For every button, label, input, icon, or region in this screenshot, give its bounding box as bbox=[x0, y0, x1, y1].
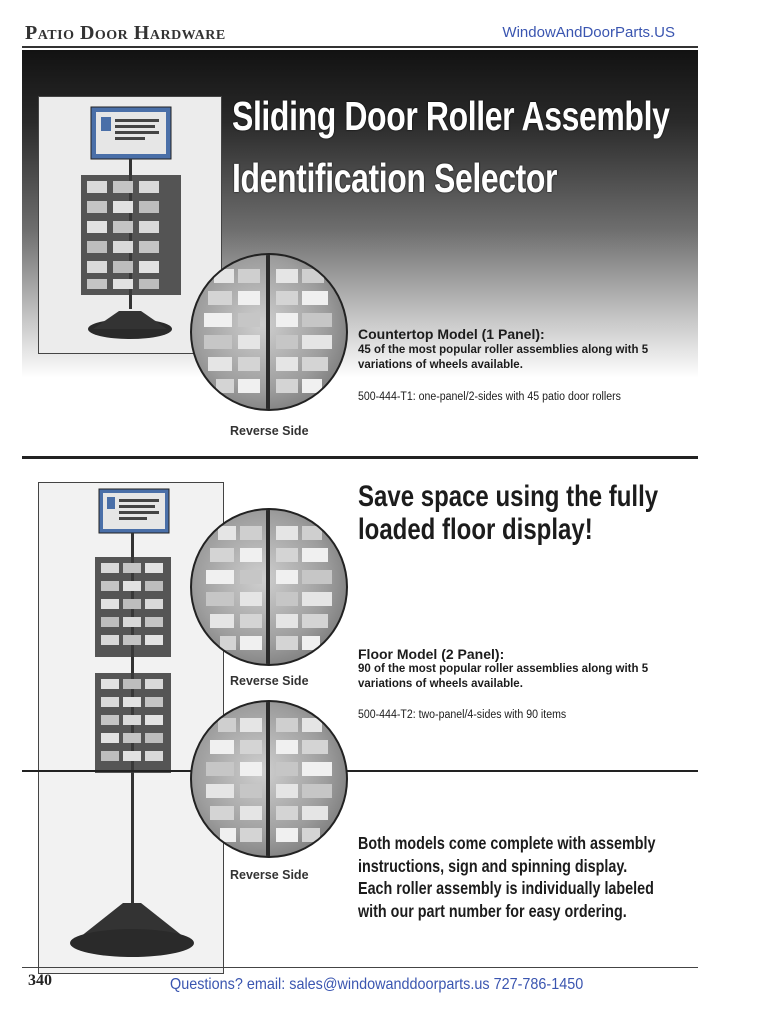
reverse-side-caption: Reverse Side bbox=[230, 674, 309, 688]
closing-line4: with our part number for easy ordering. bbox=[358, 900, 627, 921]
closing-line3: Each roller assembly is individually lab… bbox=[358, 878, 654, 898]
footer-contact-link[interactable]: Questions? email: sales@windowanddoorpar… bbox=[170, 976, 584, 993]
floor-headline-line1: Save space using the fully bbox=[358, 480, 659, 513]
countertop-model-sku: 500-444-T1: one-panel/2-sides with 45 pa… bbox=[358, 391, 621, 403]
section-divider bbox=[22, 456, 698, 459]
countertop-reverse-closeup bbox=[190, 253, 348, 411]
section-divider bbox=[22, 770, 698, 772]
countertop-display-photo bbox=[38, 96, 222, 354]
countertop-model-heading: Countertop Model (1 Panel): bbox=[358, 326, 545, 342]
closing-line2: instructions, sign and spinning display. bbox=[358, 855, 628, 876]
banner-title-line1: Sliding Door Roller Assembly bbox=[232, 93, 670, 139]
footer-divider bbox=[22, 967, 698, 968]
reverse-side-caption: Reverse Side bbox=[230, 868, 309, 882]
countertop-display-illustration bbox=[39, 97, 221, 353]
floor-headline: Save space using the fully loaded floor … bbox=[358, 480, 658, 546]
floor-model-heading: Floor Model (2 Panel): bbox=[358, 646, 505, 662]
countertop-model-description: 45 of the most popular roller assemblies… bbox=[358, 344, 649, 371]
closing-line1: Both models come complete with assembly bbox=[358, 833, 656, 853]
floor-model-description: 90 of the most popular roller assemblies… bbox=[358, 663, 649, 690]
floor-reverse-closeup-bottom bbox=[190, 700, 348, 858]
floor-model-sku: 500-444-T2: two-panel/4-sides with 90 it… bbox=[358, 709, 567, 721]
floor-reverse-closeup-top bbox=[190, 508, 348, 666]
banner-title-line2: Identification Selector bbox=[232, 155, 558, 201]
reverse-side-caption: Reverse Side bbox=[230, 424, 309, 438]
page-number: 340 bbox=[28, 972, 52, 989]
section-title: Patio Door Hardware bbox=[25, 22, 226, 44]
header-divider bbox=[22, 46, 698, 48]
floor-headline-line2: loaded floor display! bbox=[358, 513, 593, 546]
site-name[interactable]: WindowAndDoorParts.US bbox=[502, 24, 675, 41]
closing-paragraph: Both models come complete with assembly … bbox=[358, 832, 655, 922]
